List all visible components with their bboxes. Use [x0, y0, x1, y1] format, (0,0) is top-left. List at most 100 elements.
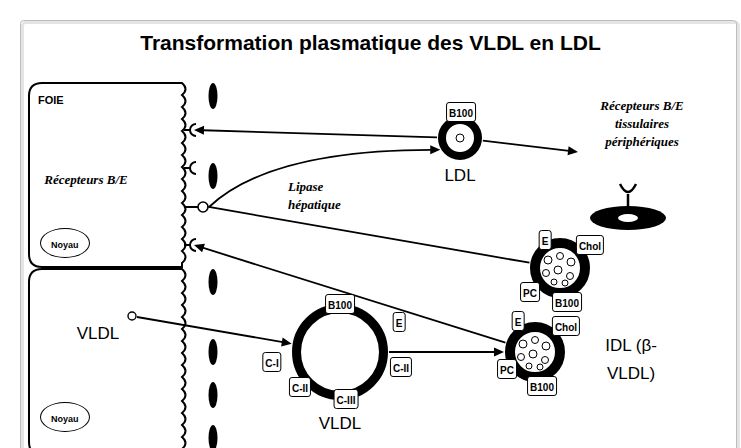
- apoprotein-name-wrap: E: [515, 312, 522, 330]
- lipid-droplet: [456, 134, 464, 142]
- vldl-label: VLDL: [77, 324, 120, 343]
- receptor-heading-wrap: Récepteurs B/E tissulaires périphériques: [578, 96, 706, 150]
- lipid-droplet: [551, 279, 557, 285]
- apoprotein-name-wrap: PC: [500, 360, 514, 378]
- receptor-label-wrap: Récepteurs B/E: [32, 170, 140, 188]
- particle-label-wrap: IDL (β-VLDL): [585, 332, 677, 388]
- apoprotein-name-wrap: Chol: [555, 317, 577, 335]
- apoprotein-tag: C-II: [390, 357, 412, 377]
- apoprotein-name-wrap: B100: [555, 293, 579, 311]
- receptor-cup: [620, 184, 636, 206]
- endothelial-cell: [209, 83, 218, 109]
- apoprotein-name: B100: [555, 298, 579, 309]
- arrow-connector: [194, 126, 437, 138]
- apoprotein-tag: PC: [520, 282, 540, 302]
- edge-label-wrap: Lipase hépatique: [288, 177, 360, 213]
- particle-label-wrap: LDL: [408, 166, 512, 186]
- lipid-droplet: [542, 342, 550, 350]
- apoprotein-tag: E: [512, 311, 525, 331]
- apoprotein-name: E: [515, 317, 522, 328]
- lipoprotein-particle: ECholPCB100: [530, 238, 590, 298]
- arrowhead: [568, 146, 578, 155]
- apoprotein-name: B100: [328, 300, 352, 311]
- vldl-vesicle: [128, 312, 136, 320]
- lipid-droplet: [532, 337, 539, 344]
- nucleus-oval: Noyau: [40, 402, 90, 432]
- organ-label-wrap: FOIE: [38, 90, 64, 108]
- connector-line: [389, 351, 495, 353]
- cell-body: VLDL Noyau: [28, 268, 188, 448]
- apoprotein-tag: B100: [527, 376, 557, 396]
- lipase-symbol: [198, 202, 208, 212]
- receptor-heading: Récepteurs B/E tissulaires périphériques: [600, 98, 683, 149]
- lipoprotein-particle: LDLB100: [438, 116, 482, 160]
- lipid-droplet: [537, 364, 543, 370]
- apoprotein-tag: E: [539, 230, 552, 250]
- edge-label: Lipase hépatique: [288, 179, 341, 212]
- frame-shadow: [23, 23, 739, 448]
- apoprotein-name-wrap: B100: [449, 103, 473, 121]
- apoprotein-tag: C-III: [334, 389, 359, 409]
- apoprotein-name-wrap: E: [396, 313, 403, 331]
- endothelial-cell: [209, 425, 218, 448]
- arrowhead: [194, 126, 204, 135]
- lipid-droplet: [562, 280, 568, 286]
- apoprotein-name-wrap: C-II: [393, 358, 409, 376]
- apoprotein-name: C-II: [393, 363, 409, 374]
- connector-line: [203, 130, 437, 137]
- endothelial-cell: [209, 269, 218, 295]
- apoprotein-name-wrap: C-III: [337, 390, 356, 408]
- apoprotein-tag: B100: [325, 294, 355, 314]
- nucleus-oval: Noyau: [40, 228, 90, 258]
- apoprotein-name: PC: [500, 365, 514, 376]
- apoprotein-name: Chol: [579, 241, 601, 252]
- lipid-droplet: [557, 253, 564, 260]
- apoprotein-tag: PC: [497, 359, 517, 379]
- frame: [21, 21, 737, 448]
- lipid-droplet: [554, 266, 562, 274]
- particle-shape: [438, 116, 482, 160]
- apoprotein-name: C-III: [337, 395, 356, 406]
- apoprotein-name: C-II: [292, 383, 308, 394]
- particle-ring: [442, 120, 478, 156]
- apoprotein-tag: E: [393, 312, 406, 332]
- apoprotein-name-wrap: Chol: [579, 236, 601, 254]
- lipoprotein-particle: IDL (β-VLDL)ECholPCB100: [505, 322, 565, 382]
- connector-line: [137, 317, 283, 342]
- lipid-droplet: [529, 350, 537, 358]
- lipid-droplet: [526, 363, 532, 369]
- tissue-cell: [590, 206, 666, 230]
- organ-label: FOIE: [38, 94, 64, 106]
- particle-label: VLDL: [319, 414, 362, 433]
- particle-label: LDL: [444, 166, 475, 185]
- apoprotein-name: B100: [449, 108, 473, 119]
- apoprotein-name: E: [396, 318, 403, 329]
- lipid-droplet: [519, 340, 527, 348]
- nucleus-label: Noyau: [51, 240, 79, 250]
- apoprotein-name-wrap: C-I: [265, 353, 278, 371]
- apoprotein-name-wrap: B100: [328, 295, 352, 313]
- apoprotein-tag: B100: [446, 102, 476, 122]
- cell-membrane: [29, 269, 186, 448]
- arrow-connector: [209, 145, 529, 262]
- lipid-droplet: [543, 270, 550, 277]
- lipid-droplet: [567, 273, 574, 280]
- endothelial-cell: [209, 382, 218, 408]
- receptor-label: Récepteurs B/E: [44, 172, 127, 187]
- apoprotein-name-wrap: C-II: [292, 378, 308, 396]
- apoprotein-tag: Chol: [552, 316, 580, 336]
- receptor-illustration: [578, 92, 706, 242]
- diagram-title: Transformation plasmatique des VLDL en L…: [140, 31, 601, 54]
- arrow-connector: [483, 141, 578, 156]
- apoprotein-tag: C-I: [262, 352, 281, 372]
- apoprotein-name-wrap: B100: [530, 377, 554, 395]
- apoprotein-name: E: [542, 236, 549, 247]
- peripheral-receptor-group: Récepteurs B/E tissulaires périphériques: [578, 92, 706, 242]
- arrow-connector: [389, 348, 504, 357]
- endothelial-cell: [209, 163, 218, 189]
- apoprotein-name: PC: [523, 288, 537, 299]
- lipid-droplet: [544, 256, 552, 264]
- apoprotein-name: C-I: [265, 358, 278, 369]
